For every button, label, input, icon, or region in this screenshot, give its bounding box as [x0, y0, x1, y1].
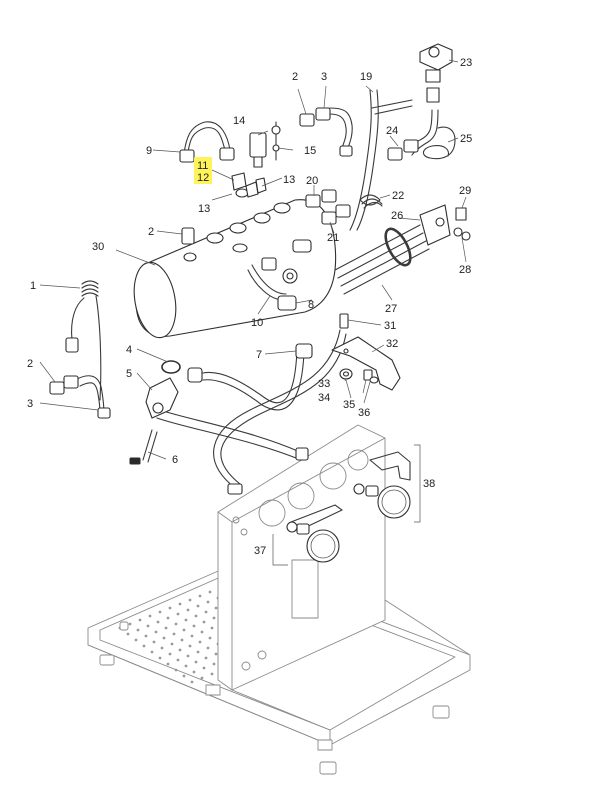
callout-3: 3 [321, 71, 327, 83]
callout-13: 13 [283, 174, 295, 186]
callout-31: 31 [384, 320, 396, 332]
valve-23 [419, 43, 453, 103]
callout-labels: 1 2 2 2 3 3 4 5 6 7 8 9 10 11 12 13 13 1… [27, 57, 472, 557]
callout-24: 24 [386, 125, 398, 137]
callout-33: 33 [318, 378, 330, 390]
callout-36: 36 [358, 407, 370, 419]
pipe-9 [187, 127, 226, 153]
highlight-11-12 [194, 157, 212, 184]
coil-22 [359, 194, 383, 209]
callout-20: 20 [306, 175, 318, 187]
pipework [65, 89, 456, 489]
callout-9: 9 [146, 145, 152, 157]
pipe-2-top [329, 107, 353, 149]
fitting-11-12 [231, 172, 247, 191]
callout-2: 2 [148, 226, 154, 238]
callout-22: 22 [392, 190, 404, 202]
back-panel [217, 424, 386, 691]
callout-2: 2 [27, 358, 33, 370]
callout-10: 10 [251, 317, 263, 329]
callout-27: 27 [385, 303, 397, 315]
callout-32: 32 [386, 338, 398, 350]
callout-25: 25 [460, 133, 472, 145]
callout-4: 4 [126, 344, 132, 356]
callout-28: 28 [459, 264, 471, 276]
callout-21: 21 [327, 232, 339, 244]
pipe-7 [202, 349, 298, 404]
valve-5 [145, 377, 179, 419]
callout-29: 29 [459, 185, 471, 197]
callout-34: 34 [318, 392, 330, 404]
pressure-switch-14 [249, 132, 267, 168]
callout-2: 2 [292, 71, 298, 83]
callout-23: 23 [460, 57, 472, 69]
leader-lines [39, 59, 467, 566]
fittings [49, 43, 471, 563]
callout-1: 1 [30, 280, 36, 292]
pressure-gauge-37 [286, 504, 343, 563]
pipe-19 [349, 89, 372, 231]
callout-35: 35 [343, 399, 355, 411]
callout-19: 19 [360, 71, 372, 83]
hose-long [156, 409, 301, 459]
callout-12: 12 [197, 172, 209, 184]
callout-8: 8 [308, 299, 314, 311]
callout-37: 37 [254, 545, 266, 557]
boiler [133, 199, 337, 339]
callout-3: 3 [27, 398, 33, 410]
callout-15: 15 [304, 145, 316, 157]
callout-38: 38 [423, 478, 435, 490]
coil-hose-1 [65, 280, 102, 401]
machine-frame [87, 424, 471, 775]
callout-7: 7 [256, 349, 262, 361]
callout-11: 11 [197, 160, 208, 172]
callout-5: 5 [126, 368, 132, 380]
bracket-32 [331, 336, 401, 391]
callout-6: 6 [172, 454, 178, 466]
panel-cutouts [232, 449, 369, 671]
heating-element-27 [334, 204, 451, 295]
callout-26: 26 [391, 210, 403, 222]
pressure-gauge-38 [353, 451, 411, 519]
boiler-ports [183, 202, 312, 284]
machine-feet [99, 621, 450, 775]
callout-30: 30 [92, 241, 104, 253]
callout-14: 14 [233, 115, 245, 127]
pipe-6 [142, 429, 158, 463]
callout-13: 13 [198, 203, 210, 215]
